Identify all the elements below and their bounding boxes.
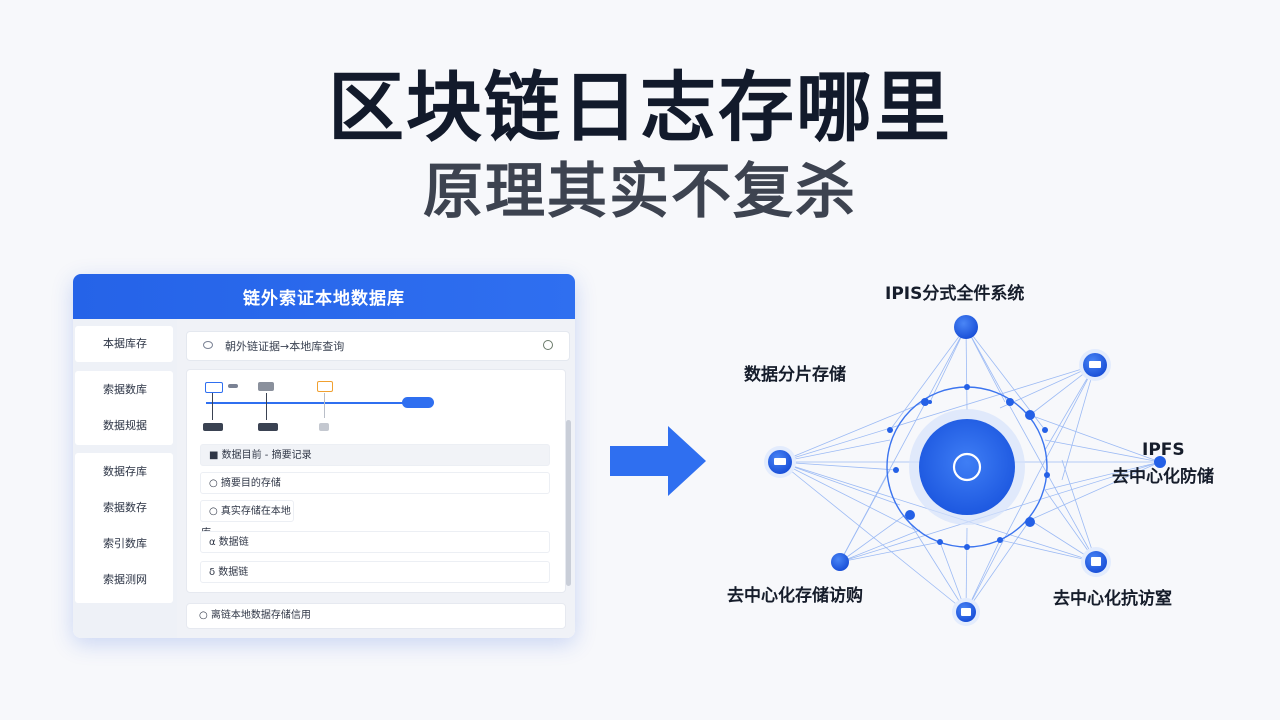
sidebar-item[interactable]: 数据存库: [103, 465, 147, 478]
sidebar-group-2: [75, 371, 173, 445]
flow-chip-icon: [319, 423, 329, 431]
sidebar-item[interactable]: 索据测网: [103, 573, 147, 586]
flow-line: [206, 402, 420, 404]
flow-chip-icon: [258, 423, 278, 431]
label-top: IPIS分式全件系统: [885, 284, 1025, 304]
label-lower-left: 去中心化存储访购: [727, 586, 863, 606]
label-right-title: IPFS: [1142, 440, 1185, 460]
label-lower-right: 去中心化抗访窒: [1053, 589, 1172, 609]
flow-node-icon: [317, 381, 333, 392]
search-icon: [203, 341, 213, 349]
page-subtitle: 原理其实不复杀: [423, 157, 857, 227]
flow-connector: [324, 393, 325, 418]
hub-ring-icon: [919, 419, 1015, 515]
table-row[interactable]: ■ 数据目前 - 摘要记录: [200, 444, 550, 466]
footer-row[interactable]: ○ 离链本地数据存储信用: [186, 603, 566, 629]
network-diagram: [764, 315, 1166, 626]
flow-node-icon: [258, 382, 274, 391]
sidebar: [73, 319, 177, 638]
flow-tag: [402, 397, 434, 408]
sidebar-item[interactable]: 本据库存: [103, 337, 147, 350]
sidebar-item[interactable]: 索引数库: [103, 537, 147, 550]
right-arrow-icon: [610, 426, 706, 496]
server-node-icon: [954, 315, 978, 339]
flow-connector: [266, 393, 267, 420]
table-row[interactable]: ○ 摘要目的存储: [200, 472, 550, 494]
table-row[interactable]: δ 数据链: [200, 561, 550, 583]
sidebar-item[interactable]: 索据数库: [103, 383, 147, 396]
flow-node-icon: [205, 382, 223, 393]
sidebar-group-1: [75, 326, 173, 362]
flow-chip-icon: [203, 423, 223, 431]
sidebar-item[interactable]: 索据数存: [103, 501, 147, 514]
flow-connector: [212, 393, 213, 420]
table-row[interactable]: α 数据链: [200, 531, 550, 553]
search-bar[interactable]: 朝外链证据→本地库查询: [186, 331, 570, 361]
scrollbar[interactable]: [566, 420, 571, 586]
label-right: 去中心化防储: [1112, 467, 1214, 487]
card-header: 链外索证本地数据库: [73, 274, 575, 319]
status-dot-icon: [543, 340, 553, 350]
label-upper-left: 数据分片存储: [744, 365, 846, 385]
search-text: 朝外链证据→本地库查询: [225, 340, 345, 353]
sidebar-item[interactable]: 数据规据: [103, 419, 147, 432]
sidebar-group-3: [75, 453, 173, 603]
page-title: 区块链日志存哪里: [328, 63, 952, 152]
flow-node-icon: [228, 384, 238, 388]
table-row[interactable]: ○ 真实存储在本地库: [200, 500, 294, 539]
